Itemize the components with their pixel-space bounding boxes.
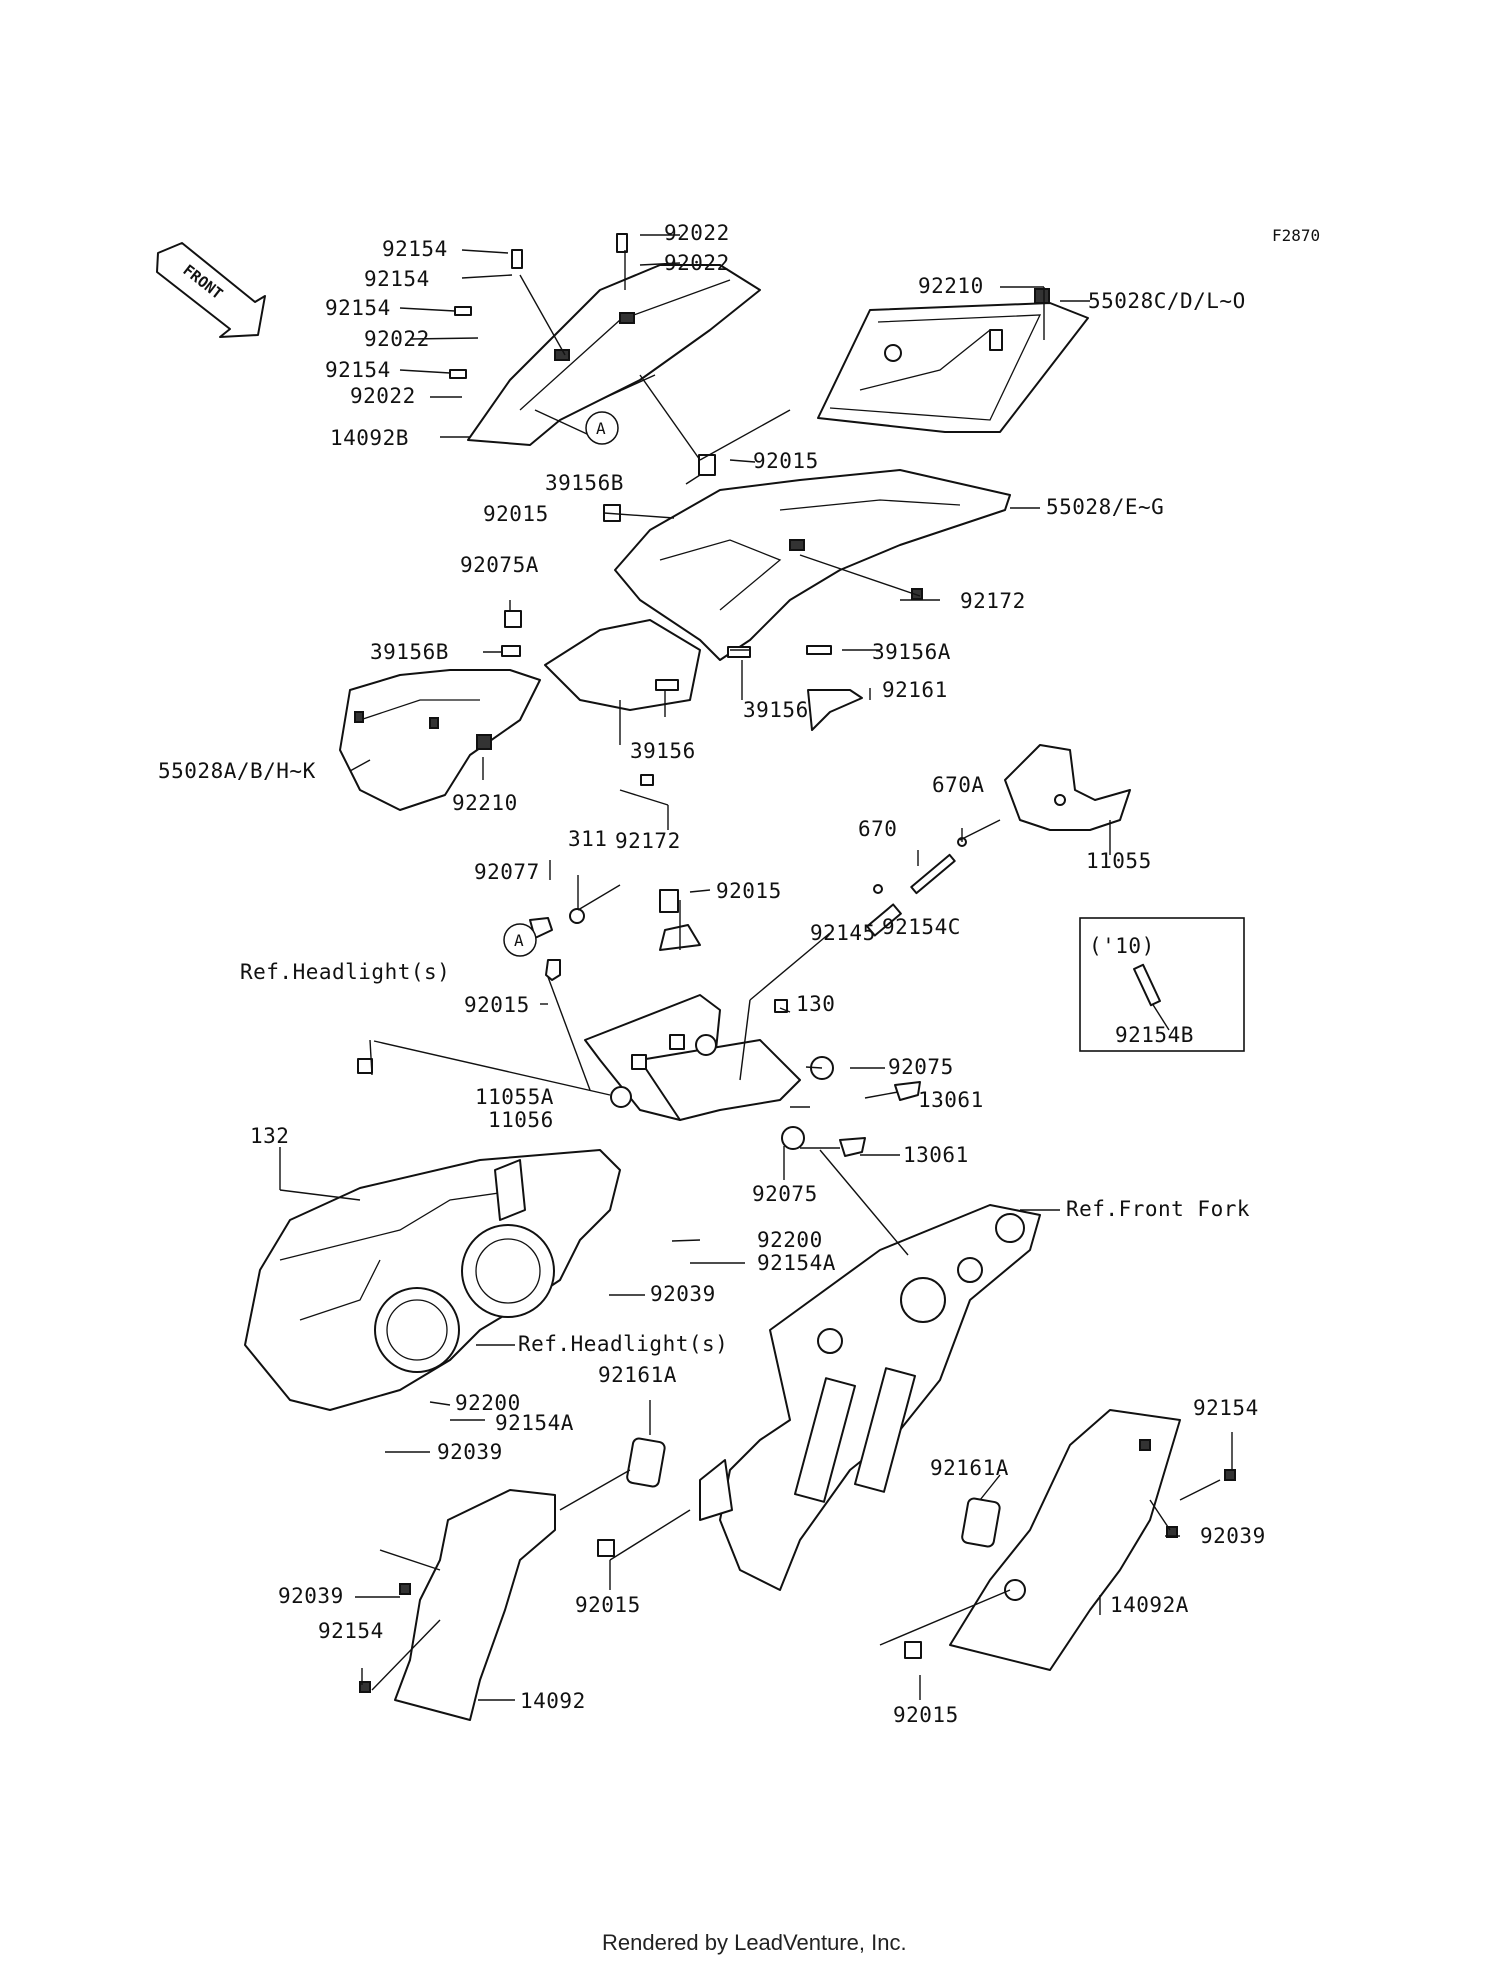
part-label: 132 <box>250 1124 289 1148</box>
part-label: 92154 <box>325 296 391 320</box>
diagram-code: F2870 <box>1272 226 1320 245</box>
part-label: 55028C/D/L~O <box>1088 289 1246 313</box>
shaft-assembly <box>866 837 967 937</box>
front-arrow-icon: FRONT <box>156 242 266 338</box>
part-label: 39156 <box>630 739 696 763</box>
middle-cowl <box>614 469 1011 661</box>
part-label: 92022 <box>350 384 416 408</box>
headlight-assembly <box>244 1149 621 1411</box>
part-label: 92145 <box>810 921 876 945</box>
part-label: 92015 <box>464 993 530 1017</box>
part-label: 92039 <box>278 1584 344 1608</box>
part-label: 92154C <box>882 915 961 939</box>
part-label: 39156B <box>370 640 449 664</box>
part-label: 92075 <box>752 1182 818 1206</box>
part-label: 670A <box>932 773 985 797</box>
part-label: 92154A <box>495 1411 574 1435</box>
variant-box-title: ('10) <box>1089 934 1155 958</box>
part-label: 92200 <box>455 1391 521 1415</box>
part-label: 92022 <box>664 251 730 275</box>
part-label: 92039 <box>1200 1524 1266 1548</box>
screw-group-upper <box>449 233 628 379</box>
part-label: 92172 <box>960 589 1026 613</box>
upper-inner-cover <box>467 264 761 446</box>
part-label: 92154A <box>757 1251 836 1275</box>
part-label: 670 <box>858 817 897 841</box>
bracket-hardware <box>357 889 921 1157</box>
part-label: 92210 <box>918 274 984 298</box>
part-label: 92015 <box>753 449 819 473</box>
part-label: 92075A <box>460 553 539 577</box>
part-label: 92154B <box>1115 1023 1194 1047</box>
lower-cover-right <box>904 1409 1236 1671</box>
headlight-bracket <box>584 994 801 1121</box>
part-label: 39156 <box>743 698 809 722</box>
footer-credit: Rendered by LeadVenture, Inc. <box>602 1930 907 1955</box>
part-label: 92039 <box>650 1282 716 1306</box>
callout-a-upper-label: A <box>596 419 606 438</box>
part-label: 92154 <box>364 267 430 291</box>
leader-lines <box>279 234 1233 1701</box>
part-label: Ref.Headlight(s) <box>240 960 450 984</box>
part-label: 92161 <box>882 678 948 702</box>
part-label: 13061 <box>918 1088 984 1112</box>
callout-a-upper: A <box>585 411 619 445</box>
variant-box: ('10) <box>1079 917 1245 1052</box>
callout-a-lower: A <box>503 923 537 957</box>
part-label: 92015 <box>716 879 782 903</box>
part-label: 92154 <box>382 237 448 261</box>
part-label: 92077 <box>474 860 540 884</box>
part-label: 39156B <box>545 471 624 495</box>
part-labels: 92154 92022 92154 92022 92154 92022 9215… <box>158 221 1266 1727</box>
part-label: 92039 <box>437 1440 503 1464</box>
part-label: 130 <box>796 992 835 1016</box>
part-label: 92015 <box>893 1703 959 1727</box>
part-label: Ref.Front Fork <box>1066 1197 1250 1221</box>
part-label: 14092 <box>520 1689 586 1713</box>
part-label: 92154 <box>1193 1396 1259 1420</box>
part-label: 92154 <box>325 358 391 382</box>
part-label: Ref.Headlight(s) <box>518 1332 728 1356</box>
part-label: 92022 <box>664 221 730 245</box>
part-label: 92075 <box>888 1055 954 1079</box>
part-label: 92161A <box>598 1363 677 1387</box>
part-label: 92015 <box>575 1593 641 1617</box>
part-label: 92015 <box>483 502 549 526</box>
part-label: 92154 <box>318 1619 384 1643</box>
front-fork-assembly <box>699 1204 1041 1591</box>
lower-cover-left <box>359 1437 666 1721</box>
part-label: 11056 <box>488 1108 554 1132</box>
part-label: 92210 <box>452 791 518 815</box>
part-label: 311 <box>568 827 607 851</box>
part-label: 14092A <box>1110 1593 1189 1617</box>
part-label: 55028/E~G <box>1046 495 1164 519</box>
part-label: 39156A <box>872 640 951 664</box>
part-label: 92022 <box>364 327 430 351</box>
callout-a-lower-label: A <box>514 931 524 950</box>
part-label: 11055 <box>1086 849 1152 873</box>
part-label: 14092B <box>330 426 409 450</box>
part-label: 11055A <box>475 1085 554 1109</box>
part-label: 13061 <box>903 1143 969 1167</box>
upper-bracket <box>1004 744 1131 831</box>
part-label: 92200 <box>757 1228 823 1252</box>
part-label: 92161A <box>930 1456 1009 1480</box>
part-label: 55028A/B/H~K <box>158 759 316 783</box>
part-label: 92172 <box>615 829 681 853</box>
upper-cowl-panel <box>817 288 1089 433</box>
